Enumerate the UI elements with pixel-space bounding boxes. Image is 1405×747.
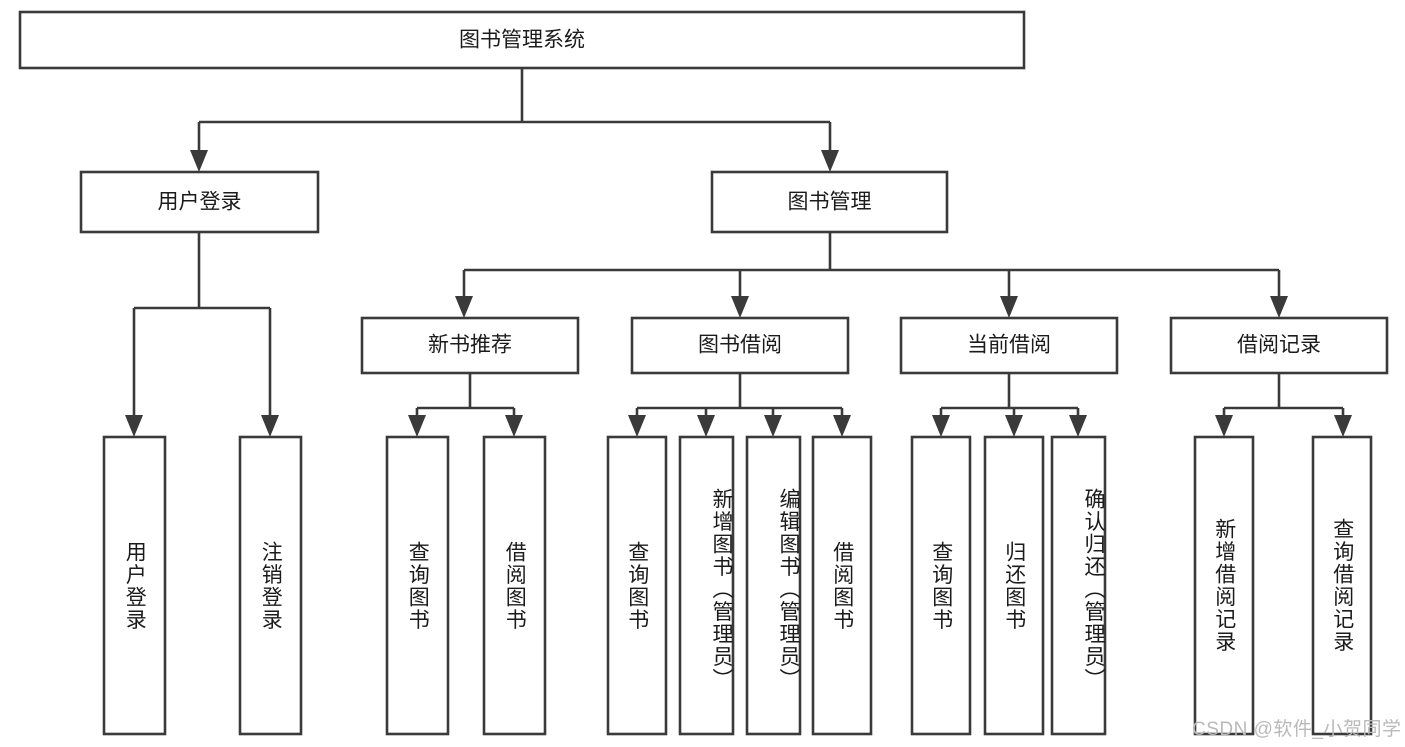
node-book-borrow-box[interactable] [630, 316, 850, 375]
arrow-bb-leaf-2 [697, 415, 715, 437]
connector-group-book-management [455, 232, 1288, 318]
node-current-borrow-box[interactable] [899, 316, 1119, 375]
node-leaf-user-logout-box[interactable] [238, 435, 303, 736]
arrow-cb-leaf-2 [1005, 415, 1023, 437]
connector-group-current-borrow [932, 373, 1087, 437]
node-leaf-edit-book-box[interactable] [745, 435, 802, 736]
node-current-borrow-label: 当前借阅 [967, 334, 1051, 357]
node-leaf-borrow-book-2-box[interactable] [811, 435, 873, 736]
arrow-bb-leaf-1 [628, 415, 646, 437]
node-leaf-confirm-return-box[interactable] [1050, 435, 1107, 736]
node-borrow-record-box[interactable] [1169, 316, 1389, 375]
node-book-management-box[interactable] [710, 170, 949, 234]
arrow-root-to-book-management [821, 150, 839, 172]
arrow-bm-to-current-borrow [1000, 296, 1018, 318]
node-leaf-borrow-book-1-box[interactable] [482, 435, 547, 736]
connector-group-book-borrow [628, 373, 851, 437]
arrow-nbr-leaf-1 [408, 415, 426, 437]
node-user-login-box[interactable] [79, 170, 320, 234]
node-leaf-query-book-3-box[interactable] [910, 435, 972, 736]
connector-group-borrow-record [1215, 373, 1352, 437]
arrow-nbr-leaf-2 [505, 415, 523, 437]
node-leaf-query-book-1-box[interactable] [385, 435, 450, 736]
arrow-cb-leaf-1 [932, 415, 950, 437]
node-leaf-query-record-box[interactable] [1311, 435, 1373, 736]
node-new-book-recommend-box[interactable] [360, 316, 580, 375]
arrow-root-to-user-login [190, 150, 208, 172]
node-user-login-label: 用户登录 [158, 191, 242, 214]
node-root-box[interactable] [18, 10, 1026, 70]
connector-group-new-book-recommend [408, 373, 523, 437]
node-borrow-record-label: 借阅记录 [1237, 334, 1321, 357]
arrow-bb-leaf-3 [764, 415, 782, 437]
node-book-management-label: 图书管理 [788, 191, 872, 214]
node-leaf-user-login-box[interactable] [102, 435, 167, 736]
connector-group-user-login [125, 232, 279, 437]
node-leaf-add-book-box[interactable] [678, 435, 735, 736]
node-leaf-add-record-box[interactable] [1193, 435, 1255, 736]
arrow-bm-to-book-borrow [731, 296, 749, 318]
node-leaf-query-book-2-box[interactable] [606, 435, 668, 736]
arrow-bb-leaf-4 [833, 415, 851, 437]
node-new-book-recommend-label: 新书推荐 [428, 334, 512, 357]
node-leaf-return-book-box[interactable] [983, 435, 1045, 736]
csdn-watermark: CSDN @软件_小贺同学 [1192, 719, 1402, 740]
arrow-user-login-leaf-2 [261, 415, 279, 437]
node-root-label: 图书管理系统 [459, 29, 585, 52]
arrow-user-login-leaf-1 [125, 415, 143, 437]
node-book-borrow-label: 图书借阅 [698, 334, 782, 357]
arrow-br-leaf-1 [1215, 415, 1233, 437]
arrow-bm-to-borrow-record [1270, 296, 1288, 318]
node-boxes: 图书管理系统 用户登录 图书管理 新书推荐 图书借阅 当前借阅 借阅记录 [18, 10, 1389, 736]
arrow-cb-leaf-3 [1069, 415, 1087, 437]
arrow-br-leaf-2 [1334, 415, 1352, 437]
connector-group-root [190, 68, 839, 172]
arrow-bm-to-new-book-recommend [455, 296, 473, 318]
